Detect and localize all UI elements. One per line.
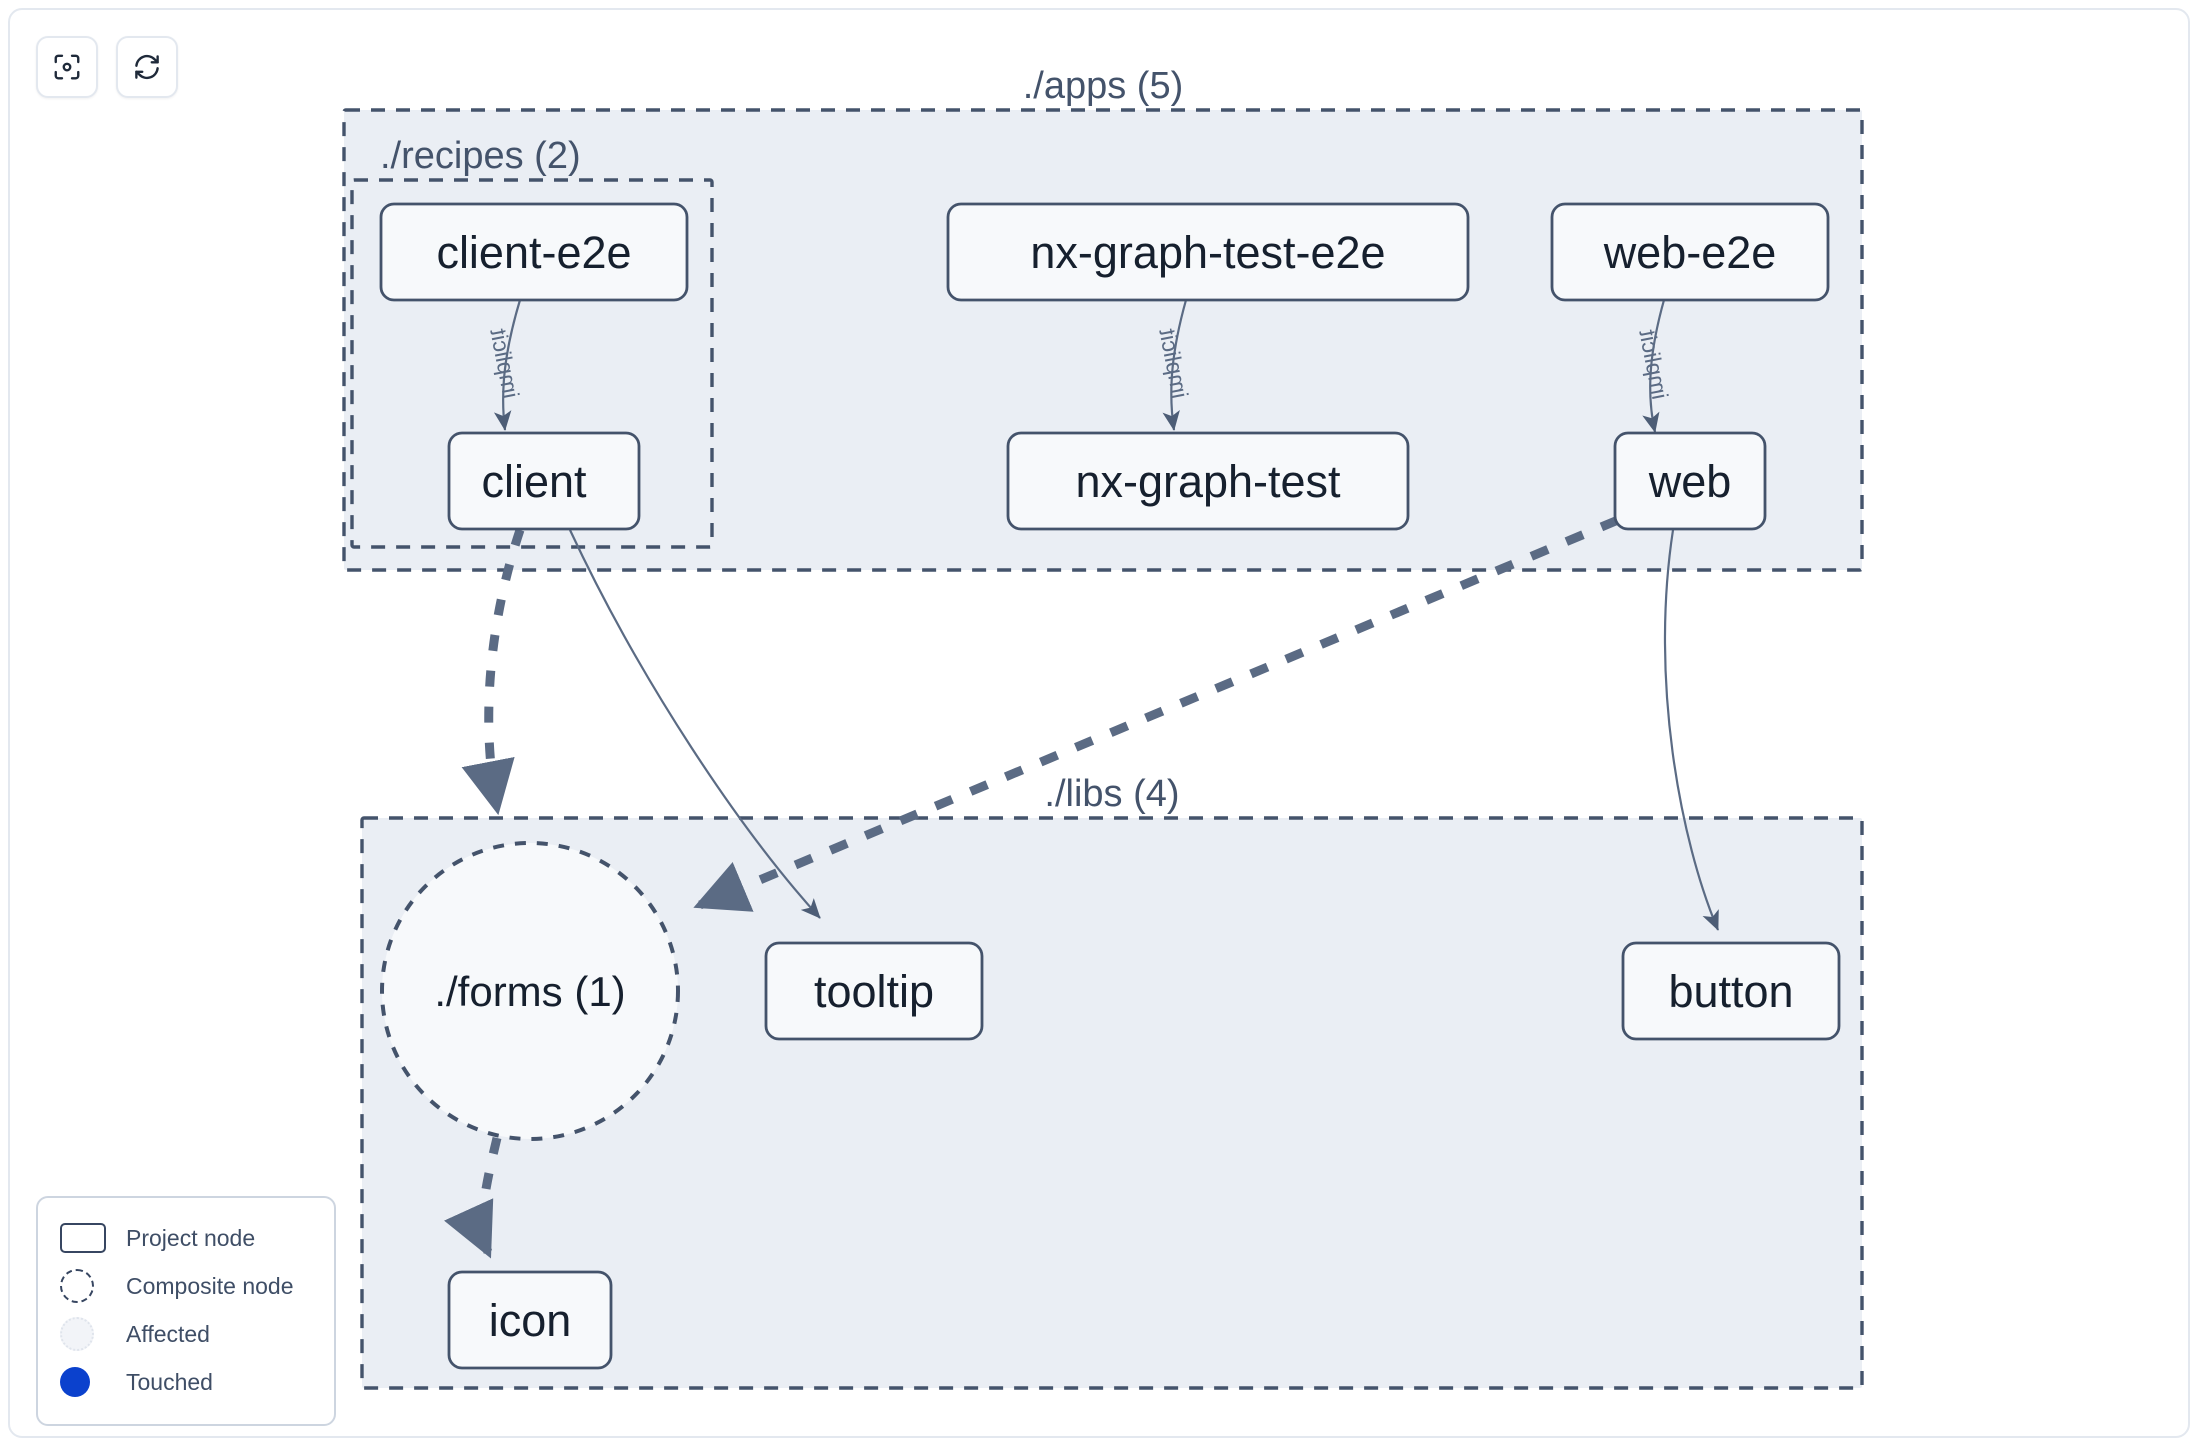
node-label: ./forms (1) bbox=[434, 968, 625, 1015]
node-box bbox=[447, 1270, 613, 1370]
edge-path bbox=[493, 299, 522, 431]
graph-legend: Project node Composite node Affected Tou… bbox=[36, 1196, 336, 1426]
node-nx-graph-test-e2e[interactable]: nx-graph-test-e2e bbox=[946, 202, 1470, 302]
legend-label: Composite node bbox=[126, 1272, 294, 1299]
node-box bbox=[1613, 431, 1767, 531]
legend-item-project-node: Project node bbox=[60, 1214, 316, 1262]
edge-path bbox=[693, 515, 1620, 912]
node-web[interactable]: web bbox=[1613, 431, 1767, 531]
edge-path bbox=[1162, 299, 1188, 431]
edge-web-to-forms[interactable] bbox=[693, 515, 1620, 912]
edge-forms-to-icon[interactable] bbox=[444, 1136, 502, 1259]
legend-item-composite-node: Composite node bbox=[60, 1262, 316, 1310]
node-client-e2e[interactable]: client-e2e bbox=[379, 202, 689, 302]
project-node-swatch bbox=[60, 1223, 112, 1253]
refresh-graph-button[interactable] bbox=[116, 36, 178, 98]
edge-path bbox=[444, 1136, 502, 1259]
group-libs-label: ./libs (4) bbox=[1044, 773, 1179, 815]
node-box bbox=[946, 202, 1470, 302]
focus-graph-button[interactable] bbox=[36, 36, 98, 98]
focus-target-icon bbox=[52, 52, 82, 82]
edge-path bbox=[569, 529, 821, 919]
group-libs-box bbox=[360, 816, 1864, 1390]
group-libs[interactable]: ./libs (4) bbox=[360, 773, 1864, 1390]
composite-node-circle bbox=[380, 841, 680, 1141]
edge-web-to-button[interactable] bbox=[1663, 529, 1720, 931]
node-label: client bbox=[481, 456, 587, 507]
node-box bbox=[764, 941, 984, 1041]
node-label: nx-graph-test-e2e bbox=[1030, 227, 1385, 278]
group-apps-box bbox=[342, 108, 1864, 572]
edge-client-to-tooltip[interactable] bbox=[569, 529, 821, 919]
affected-swatch bbox=[60, 1317, 112, 1351]
node-label: client-e2e bbox=[436, 227, 631, 278]
node-box bbox=[1550, 202, 1830, 302]
legend-label: Touched bbox=[126, 1368, 213, 1395]
node-box bbox=[1006, 431, 1410, 531]
legend-item-touched: Touched bbox=[60, 1358, 316, 1406]
legend-label: Affected bbox=[126, 1320, 210, 1347]
node-client[interactable]: client bbox=[447, 431, 641, 531]
node-label: web-e2e bbox=[1603, 227, 1777, 278]
touched-swatch bbox=[60, 1367, 112, 1397]
node-label: nx-graph-test bbox=[1075, 456, 1341, 507]
node-label: web bbox=[1648, 456, 1732, 507]
node-label: tooltip bbox=[814, 966, 934, 1017]
graph-toolbar bbox=[36, 36, 178, 98]
node-box bbox=[447, 431, 641, 531]
legend-item-affected: Affected bbox=[60, 1310, 316, 1358]
node-nx-graph-test[interactable]: nx-graph-test bbox=[1006, 431, 1410, 531]
node-label: icon bbox=[489, 1295, 572, 1346]
edge-path bbox=[1663, 529, 1720, 931]
group-apps-label: ./apps (5) bbox=[1023, 65, 1184, 107]
node-tooltip[interactable]: tooltip bbox=[764, 941, 984, 1041]
node-web-e2e[interactable]: web-e2e bbox=[1550, 202, 1830, 302]
edge-client-to-forms[interactable] bbox=[461, 528, 525, 816]
node-label: button bbox=[1668, 966, 1793, 1017]
node-button[interactable]: button bbox=[1621, 941, 1841, 1041]
node-icon[interactable]: icon bbox=[447, 1270, 613, 1370]
group-apps[interactable]: ./apps (5) bbox=[342, 65, 1864, 572]
legend-label: Project node bbox=[126, 1224, 256, 1251]
group-recipes-label: ./recipes (2) bbox=[380, 135, 581, 177]
node-forms-composite[interactable]: ./forms (1) bbox=[380, 841, 680, 1141]
edge-path bbox=[1642, 299, 1666, 433]
node-box bbox=[379, 202, 689, 302]
node-box bbox=[1621, 941, 1841, 1041]
composite-node-swatch bbox=[60, 1269, 112, 1303]
refresh-icon bbox=[132, 52, 162, 82]
edge-path bbox=[461, 528, 525, 816]
